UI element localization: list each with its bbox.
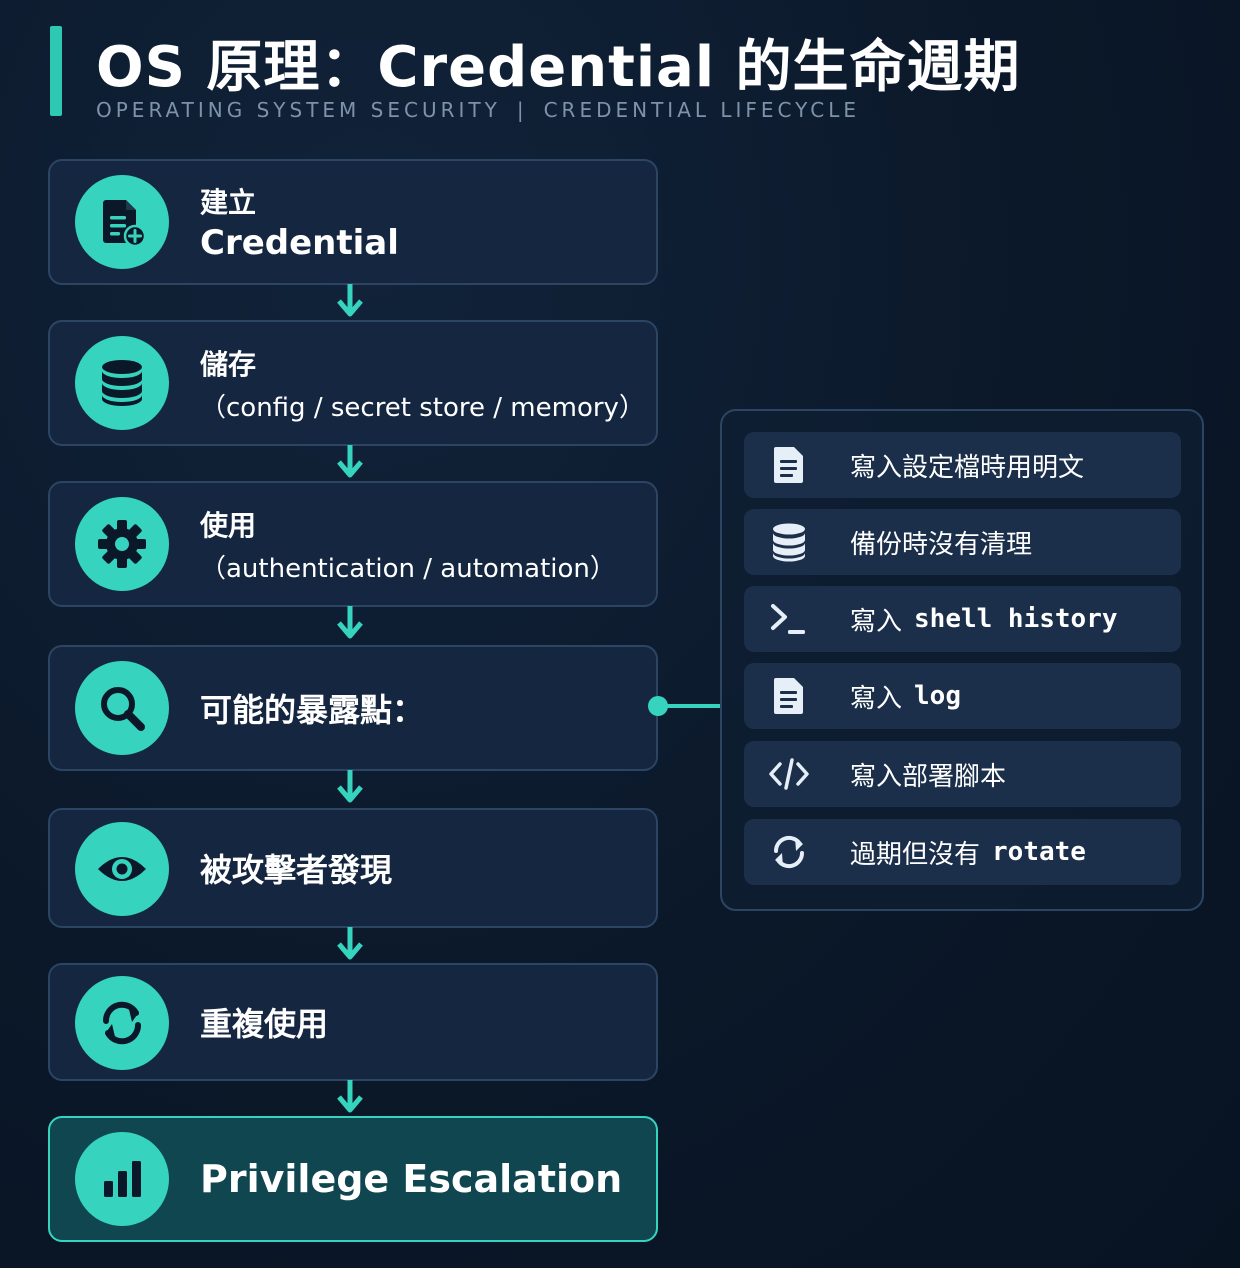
connector-dot <box>648 696 668 716</box>
database-icon <box>766 519 812 565</box>
step-title: Privilege Escalation <box>200 1157 623 1201</box>
step-detail: （config / secret store / memory） <box>200 392 645 423</box>
title-accent-bar <box>50 26 62 116</box>
refresh-icon <box>766 829 812 875</box>
file-add-icon <box>75 175 169 269</box>
page-title: OS 原理：Credential 的生命週期 <box>96 35 1021 100</box>
gear-icon <box>75 497 169 591</box>
step-title: 重複使用 <box>200 1005 329 1043</box>
exposure-text: 寫入設定檔時用明文 <box>850 452 1085 483</box>
eye-icon <box>75 822 169 916</box>
page-subtitle: OPERATING SYSTEM SECURITY | CREDENTIAL LIF… <box>96 98 860 122</box>
down-arrow-icon <box>337 1080 363 1113</box>
refresh-icon <box>75 976 169 1070</box>
document-icon <box>766 442 812 488</box>
subtitle-left: OPERATING SYSTEM SECURITY <box>96 98 501 122</box>
code-icon <box>766 751 812 797</box>
bar-chart-icon <box>75 1132 169 1226</box>
step-title: 被攻擊者發現 <box>200 851 393 889</box>
document-icon <box>766 673 812 719</box>
subtitle-right: CREDENTIAL LIFECYCLE <box>543 98 861 122</box>
exposure-prefix: 過期但沒有 <box>850 839 981 870</box>
exposure-text: 寫入 shell history <box>850 586 1118 652</box>
down-arrow-icon <box>337 445 363 478</box>
exposure-item: 過期但沒有 rotate <box>744 819 1181 885</box>
terminal-icon <box>766 596 812 642</box>
exposure-item: 寫入設定檔時用明文 <box>744 432 1181 498</box>
exposure-item: 寫入 log <box>744 663 1181 729</box>
down-arrow-icon <box>337 927 363 960</box>
step-discovered: 被攻擊者發現 <box>48 808 658 928</box>
step-title: 建立 <box>200 186 257 219</box>
exposure-text: 寫入 log <box>850 663 961 729</box>
step-store: 儲存 （config / secret store / memory） <box>48 320 658 446</box>
exposure-item: 寫入 shell history <box>744 586 1181 652</box>
subtitle-separator: | <box>516 98 528 122</box>
step-title: 儲存 <box>200 347 257 381</box>
exposure-text: 備份時沒有清理 <box>850 529 1033 560</box>
step-create: 建立 Credential <box>48 159 658 285</box>
step-detail: （authentication / automation） <box>200 553 616 584</box>
exposure-item: 寫入部署腳本 <box>744 741 1181 807</box>
exposure-text: 過期但沒有 rotate <box>850 819 1086 885</box>
exposure-code: shell history <box>914 604 1118 634</box>
search-icon <box>75 661 169 755</box>
step-privilege-escalation: Privilege Escalation <box>48 1116 658 1242</box>
step-detail: Credential <box>200 223 399 263</box>
exposure-item: 備份時沒有清理 <box>744 509 1181 575</box>
database-icon <box>75 336 169 430</box>
down-arrow-icon <box>337 770 363 803</box>
exposure-code: rotate <box>992 837 1086 867</box>
exposure-text: 寫入部署腳本 <box>850 761 1007 792</box>
exposure-prefix: 寫入 <box>850 683 903 714</box>
step-title: 可能的暴露點： <box>200 691 425 729</box>
down-arrow-icon <box>337 284 363 317</box>
down-arrow-icon <box>337 606 363 639</box>
step-exposure: 可能的暴露點： <box>48 645 658 771</box>
step-use: 使用 （authentication / automation） <box>48 481 658 607</box>
exposure-code: log <box>914 681 961 711</box>
connector-line <box>660 704 720 708</box>
step-reuse: 重複使用 <box>48 963 658 1081</box>
exposure-prefix: 寫入 <box>850 606 903 637</box>
step-title: 使用 <box>200 508 257 542</box>
